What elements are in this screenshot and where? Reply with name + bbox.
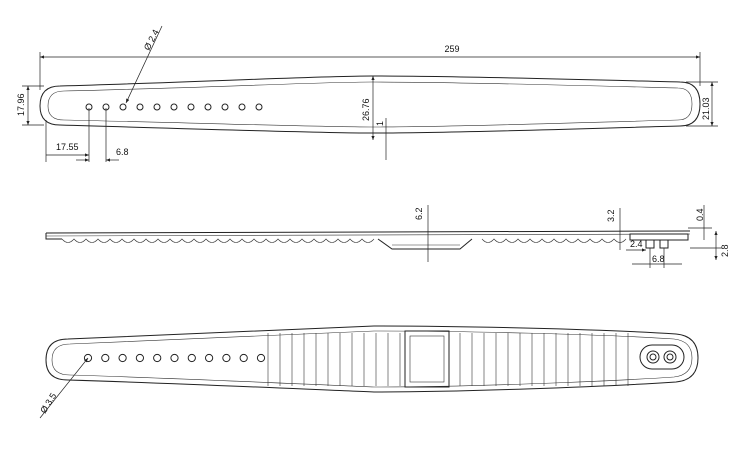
strap-hole bbox=[239, 353, 248, 363]
side-rib-profile bbox=[61, 238, 627, 243]
buckle-pitch-label: 6.8 bbox=[652, 254, 665, 264]
strap-hole bbox=[135, 353, 144, 363]
hole-pitch-label: 6.8 bbox=[116, 147, 129, 157]
side-buckle-pin-right bbox=[659, 239, 669, 249]
bump-label: 6.2 bbox=[414, 207, 424, 220]
side-center-bump bbox=[377, 238, 473, 250]
strap-hole bbox=[119, 103, 127, 111]
strap-hole bbox=[187, 103, 195, 111]
top-hole-row bbox=[85, 103, 263, 111]
right-height-label: 21.03 bbox=[701, 97, 711, 120]
strap-hole bbox=[153, 353, 162, 363]
hole-diameter-label: Ø 2.4 bbox=[142, 28, 161, 52]
bottom-center-window-inner bbox=[409, 335, 445, 383]
top-offset-label: 0.4 bbox=[695, 208, 705, 221]
strap-hole bbox=[204, 103, 212, 111]
bottom-hole-diameter-leader bbox=[39, 357, 89, 419]
side-buckle-body bbox=[629, 233, 689, 241]
strap-hole bbox=[187, 353, 196, 363]
strap-hole bbox=[205, 353, 214, 363]
bottom-view: Ø 3.5 bbox=[38, 325, 699, 419]
bottom-center-window-outer bbox=[404, 330, 450, 388]
overall-length-label: 259 bbox=[444, 44, 459, 54]
strap-hole bbox=[222, 353, 231, 363]
bottom-buckle-pin-left bbox=[646, 350, 660, 364]
strap-hole bbox=[136, 103, 144, 111]
top-view: 259 Ø 2.4 17.96 21.03 26.76 1 17.55 6.8 bbox=[16, 25, 718, 162]
step-label: 1 bbox=[375, 121, 385, 126]
strap-hole bbox=[256, 353, 266, 363]
bottom-hole-row bbox=[83, 353, 266, 363]
bottom-buckle-frame bbox=[639, 344, 685, 370]
side-buckle-pin-left bbox=[645, 239, 655, 249]
bottom-rib-lines bbox=[267, 333, 629, 386]
side-left-end bbox=[45, 233, 62, 240]
strap-hole bbox=[255, 103, 263, 111]
strap-hole bbox=[170, 103, 178, 111]
first-hole-offset-label: 17.55 bbox=[56, 142, 79, 152]
bottom-buckle-pin-right bbox=[663, 350, 677, 364]
bottom-strap-inner bbox=[51, 330, 693, 388]
side-view: 6.2 3.2 0.4 2.8 2.4 6.8 bbox=[45, 205, 730, 268]
bottom-strap-outer bbox=[45, 325, 699, 393]
thickness-label: 3.2 bbox=[606, 209, 616, 222]
bottom-hole-diameter-label: Ø 3.5 bbox=[38, 391, 58, 415]
center-height-label: 26.76 bbox=[361, 98, 371, 121]
side-top-line bbox=[45, 230, 691, 234]
side-height-label: 2.8 bbox=[720, 244, 730, 257]
buckle-offset-label: 2.4 bbox=[630, 239, 643, 249]
strap-hole bbox=[170, 353, 179, 363]
strap-hole bbox=[118, 353, 127, 363]
strap-hole bbox=[153, 103, 161, 111]
left-height-label: 17.96 bbox=[16, 93, 26, 116]
strap-hole bbox=[101, 353, 110, 363]
strap-hole bbox=[238, 103, 246, 111]
hole-diameter-leader bbox=[125, 25, 163, 104]
strap-hole bbox=[221, 103, 229, 111]
